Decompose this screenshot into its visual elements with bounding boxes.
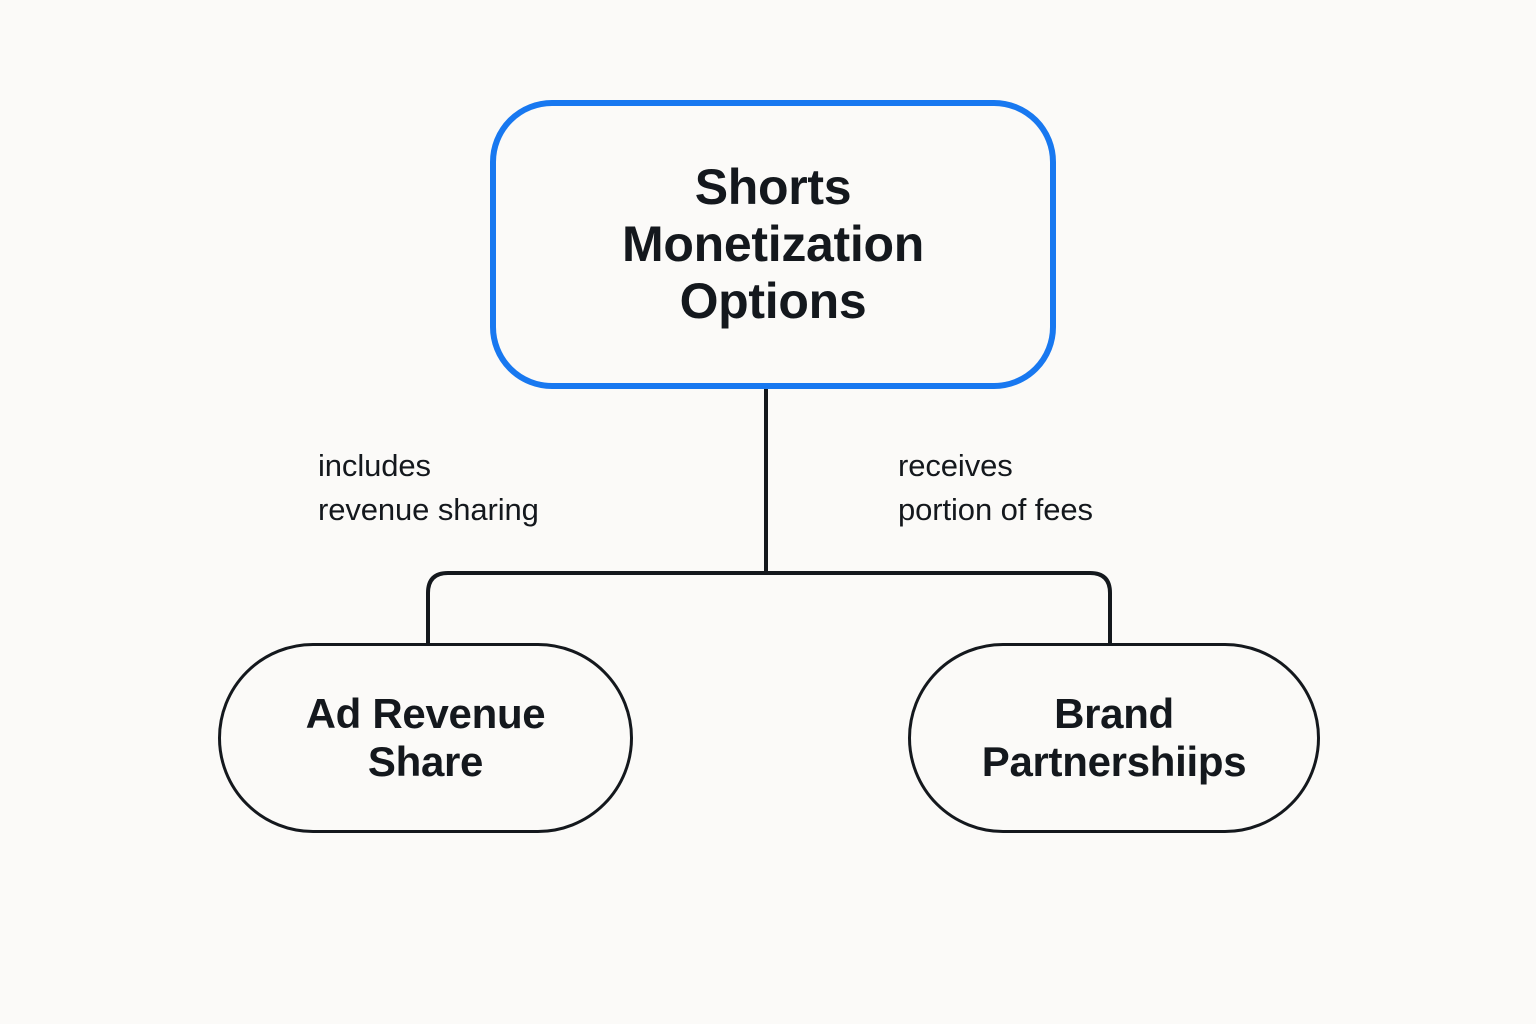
edge-label-includes-revenue-sharing: includes revenue sharing [318, 448, 539, 528]
connector-branch-right [766, 571, 1112, 645]
edge-label-receives-portion-of-fees: receives portion of fees [898, 448, 1093, 528]
node-brand-partnerships[interactable]: Brand Partnershiips [908, 643, 1320, 833]
node-shorts-monetization-options[interactable]: Shorts Monetization Options [490, 100, 1056, 389]
node-ad-revenue-share[interactable]: Ad Revenue Share [218, 643, 633, 833]
connector-branch-left [426, 571, 766, 645]
